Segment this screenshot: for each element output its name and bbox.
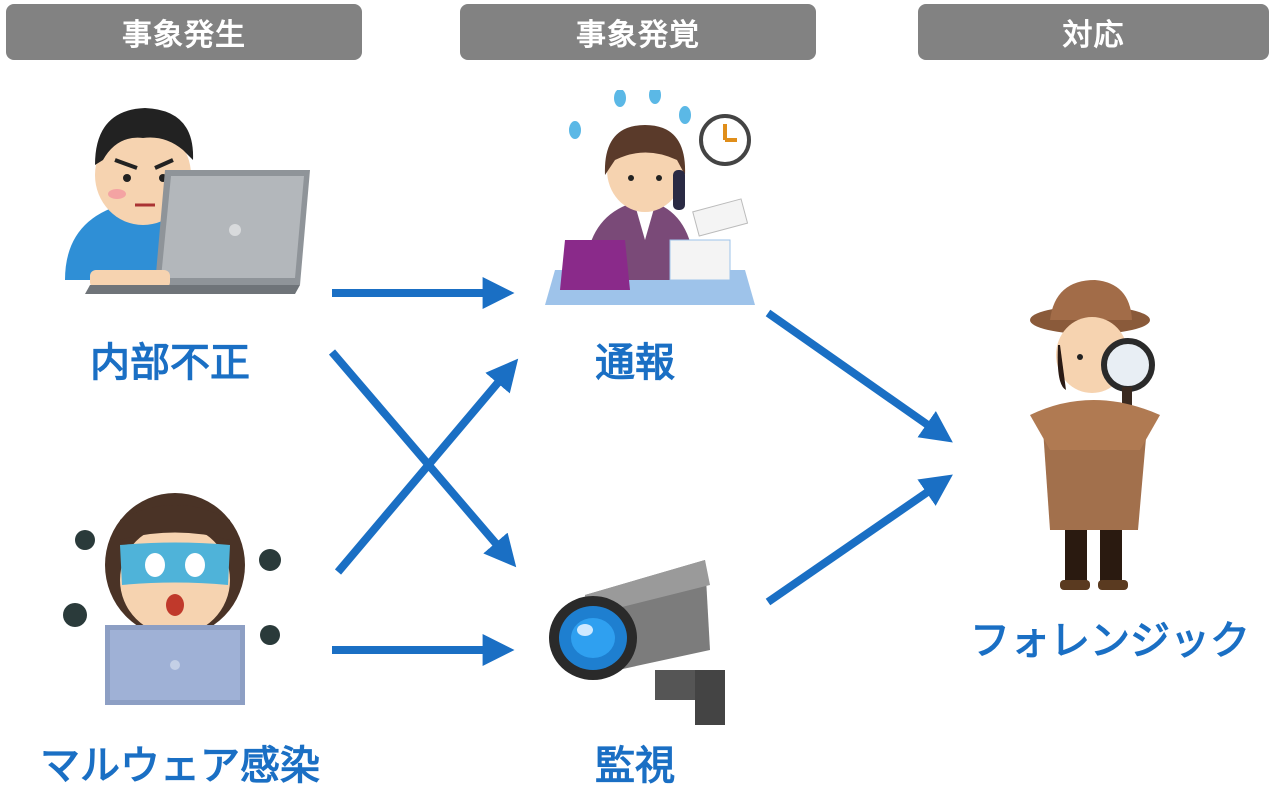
label-monitoring: 監視 <box>595 743 675 789</box>
panicked-laptop-user-icon <box>63 493 281 705</box>
label-insider: 内部不正 <box>90 340 250 386</box>
header-discovery: 事象発覚 <box>460 4 816 60</box>
security-camera-icon <box>549 560 725 725</box>
arrow-report-to-forensics <box>765 309 953 443</box>
header-occurrence: 事象発生 <box>6 4 362 60</box>
angry-laptop-user-icon <box>65 108 310 294</box>
label-report: 通報 <box>595 340 675 386</box>
label-malware: マルウェア感染 <box>40 743 320 789</box>
arrow-monitoring-to-forensics <box>765 474 953 606</box>
detective-magnifier-icon <box>1030 280 1160 590</box>
label-forensics: フォレンジック <box>970 618 1250 664</box>
busy-phone-worker-icon <box>545 90 755 305</box>
header-response: 対応 <box>918 4 1269 60</box>
arrow-malware-to-report <box>334 358 519 575</box>
arrow-insider-to-monitoring <box>328 349 517 568</box>
